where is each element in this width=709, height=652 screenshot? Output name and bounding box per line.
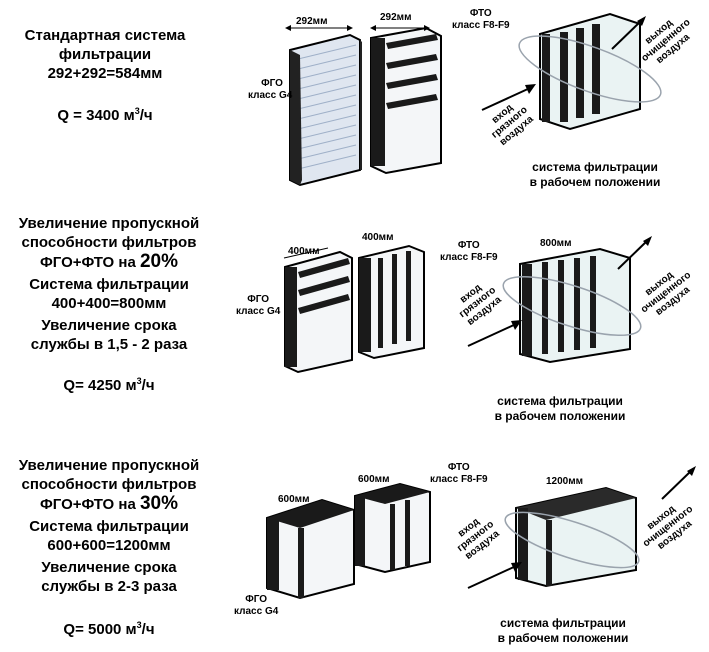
row2-outlet-arrow — [617, 236, 652, 270]
row1-caption: система фильтрации в рабочем положении — [510, 160, 680, 190]
row3-pct-prefix: ФГО+ФТО на — [40, 496, 140, 513]
row1-caption-2: в рабочем положении — [529, 175, 661, 189]
row1-outlet-arrow — [611, 16, 646, 50]
row1-flow-label: Q = 3400 м — [57, 107, 135, 124]
row2-pct-value: 20% — [139, 251, 178, 272]
row1-fgo-dim-arrow — [285, 25, 353, 31]
row2-fgo-class: класс G4 — [236, 306, 281, 317]
row1-line3: 292+292=584мм — [47, 65, 163, 82]
row2-fto-class: класс F8-F9 — [440, 252, 498, 263]
row1-fgo-label: ФГО класс G4 — [248, 78, 292, 102]
row2-line5: Увеличение срока — [41, 317, 177, 334]
row1-line1: Стандартная система — [24, 27, 186, 44]
row1-title: Стандартная система фильтрации 292+292=5… — [0, 26, 210, 83]
row2-fgo-filter — [284, 250, 353, 374]
row2-flow: Q= 4250 м3/ч — [0, 376, 218, 395]
row2-line3: Система фильтрации — [29, 276, 189, 293]
row3-outlet-arrow — [661, 466, 696, 500]
row3-line4: 600+600=1200мм — [47, 537, 171, 554]
row3-title: Увеличение пропускной способности фильтр… — [0, 456, 218, 596]
row3-fgo-filter — [266, 498, 355, 600]
row2-line1: Увеличение пропускной — [18, 215, 200, 232]
row2-flow-label: Q= 4250 м — [63, 377, 137, 394]
row2-fto-name: ФТО — [457, 240, 480, 251]
row3-total-dim: 1200мм — [546, 476, 584, 487]
row2-assembled-filter — [502, 247, 642, 364]
row2-pct-line: ФГО+ФТО на 20% — [0, 252, 218, 272]
row1-flow: Q = 3400 м3/ч — [0, 106, 210, 125]
row2-total-dim: 800мм — [540, 238, 572, 249]
row3-line1: Увеличение пропускной — [18, 457, 200, 474]
row1-fgo-filter — [289, 33, 362, 187]
row3-fgo-dim: 600мм — [278, 494, 310, 505]
row2-line6: службы в 1,5 - 2 раза — [30, 336, 188, 353]
row1-assembled-filter — [518, 12, 662, 131]
row3-flow-sup: 3 — [136, 620, 142, 630]
row1-inlet-arrow — [481, 84, 536, 111]
row1-fto-dim: 292мм — [380, 12, 412, 23]
row2-caption-1: система фильтрации — [497, 394, 623, 408]
row1-line2: фильтрации — [58, 46, 152, 63]
row3-flow-label: Q= 5000 м — [63, 621, 137, 638]
row3-line2: способности фильтров — [21, 476, 197, 493]
row3-line6: службы в 2-3 раза — [41, 578, 177, 595]
row2-fgo-label: ФГО класс G4 — [236, 294, 280, 318]
row2-caption: система фильтрации в рабочем положении — [475, 394, 645, 424]
row3-fto-filter — [354, 482, 431, 574]
row2-fgo-dim-arrow — [283, 247, 329, 259]
row3-fgo-label: ФГО класс G4 — [234, 594, 278, 618]
row1-fto-dim-arrow — [370, 25, 430, 31]
row1-flow-sup: 3 — [134, 106, 140, 116]
row3-fgo-name: ФГО — [245, 594, 268, 605]
row3-flow-tail: /ч — [141, 621, 155, 638]
row2-line2: способности фильтров — [21, 234, 197, 251]
row3-fto-label: ФТО класс F8-F9 — [430, 462, 488, 486]
row1-fgo-class: класс G4 — [248, 90, 293, 101]
row2-inlet-arrow — [467, 320, 522, 347]
row1-fto-label: ФТО класс F8-F9 — [452, 8, 510, 32]
row2-flow-sup: 3 — [136, 376, 142, 386]
row3-caption: система фильтрации в рабочем положении — [478, 616, 648, 646]
row3-fto-name: ФТО — [447, 462, 470, 473]
row1-fgo-name: ФГО — [261, 78, 283, 89]
row3-caption-1: система фильтрации — [500, 616, 626, 630]
row2-pct-prefix: ФГО+ФТО на — [40, 254, 140, 271]
row1-flow-tail: /ч — [139, 107, 153, 124]
row1-fto-name: ФТО — [469, 8, 492, 19]
row1-fto-filter — [370, 26, 442, 175]
row3-line5: Увеличение срока — [41, 559, 177, 576]
row2-title: Увеличение пропускной способности фильтр… — [0, 214, 218, 354]
row2-caption-2: в рабочем положении — [494, 409, 626, 423]
row3-pct-value: 30% — [139, 493, 178, 514]
row2-fgo-dim: 400мм — [288, 246, 320, 257]
row1-fgo-dim: 292мм — [296, 16, 328, 27]
row3-fgo-class: класс G4 — [234, 606, 279, 617]
row3-line3: Система фильтрации — [29, 518, 189, 535]
row2-fgo-name: ФГО — [247, 294, 270, 305]
row3-caption-2: в рабочем положении — [497, 631, 629, 645]
row2-line4: 400+400=800мм — [51, 295, 167, 312]
row2-fto-dim: 400мм — [362, 232, 394, 243]
row2-flow-tail: /ч — [141, 377, 155, 394]
row2-fto-label: ФТО класс F8-F9 — [440, 240, 498, 264]
row3-fto-dim: 600мм — [358, 474, 390, 485]
row2-fto-filter — [358, 244, 425, 360]
row3-assembled-filter — [504, 486, 640, 588]
row3-pct-line: ФГО+ФТО на 30% — [0, 494, 218, 514]
row1-fto-class: класс F8-F9 — [452, 20, 510, 31]
row3-fto-class: класс F8-F9 — [430, 474, 488, 485]
row3-flow: Q= 5000 м3/ч — [0, 620, 218, 639]
row3-inlet-arrow — [467, 562, 522, 589]
row1-caption-1: система фильтрации — [532, 160, 658, 174]
row3-inlet-label: вход грязного воздуха — [448, 510, 502, 563]
